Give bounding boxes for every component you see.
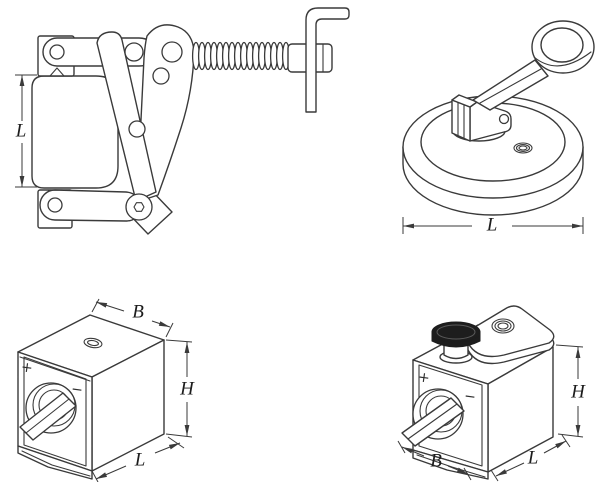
thread-hole bbox=[513, 142, 533, 154]
clamp-frame bbox=[31, 75, 119, 189]
clamp-knob bbox=[431, 321, 481, 348]
dim-label-length: L bbox=[486, 214, 498, 235]
minus-marking: − bbox=[463, 388, 477, 405]
dimension-B: B bbox=[397, 440, 472, 481]
dimension-L: L bbox=[15, 74, 37, 188]
suction-cup-lifter-figure: L bbox=[402, 20, 595, 235]
pivot-hole bbox=[152, 67, 170, 85]
pivot-hole bbox=[161, 41, 183, 63]
dimension-L: L bbox=[402, 214, 584, 235]
plus-marking: + bbox=[417, 369, 431, 386]
dim-label-width: B bbox=[430, 450, 442, 471]
plus-marking: + bbox=[20, 359, 34, 376]
dim-label-height: L bbox=[15, 120, 27, 141]
pivot-hole bbox=[124, 42, 144, 62]
hook-pin bbox=[305, 7, 350, 113]
dimension-L: L bbox=[490, 434, 571, 482]
lift-ring-handle bbox=[531, 20, 595, 74]
pivot-hole bbox=[128, 120, 146, 138]
pivot-hole bbox=[47, 197, 63, 213]
dim-label-width: B bbox=[132, 301, 144, 322]
pivot-hole bbox=[49, 44, 65, 60]
magnetic-base-figure: + − B H L bbox=[17, 298, 195, 482]
cam-lever-arm bbox=[472, 59, 549, 111]
toggle-clamp-figure: L bbox=[15, 7, 350, 235]
diagonal-lever bbox=[96, 31, 157, 202]
dim-label-height: H bbox=[570, 381, 586, 402]
dimension-B: B bbox=[91, 298, 174, 338]
dimension-H: H bbox=[165, 339, 195, 438]
dim-label-length: L bbox=[527, 447, 539, 468]
thread-hole bbox=[491, 318, 515, 334]
minus-marking: − bbox=[70, 381, 84, 398]
dim-label-length: L bbox=[134, 449, 146, 470]
curved-lever bbox=[136, 24, 195, 203]
tension-spring bbox=[191, 41, 291, 71]
cam-clevis bbox=[469, 101, 512, 142]
dim-label-height: H bbox=[179, 378, 195, 399]
dimension-L: L bbox=[91, 436, 185, 482]
cam-pin bbox=[498, 113, 510, 125]
magnetic-base-knob-figure: + − B L H bbox=[397, 305, 586, 482]
dimension-H: H bbox=[555, 344, 586, 438]
hex-socket bbox=[133, 202, 145, 212]
top-slot-hole bbox=[83, 337, 103, 349]
front-panel-inset bbox=[23, 356, 87, 467]
main-pivot bbox=[125, 193, 153, 221]
